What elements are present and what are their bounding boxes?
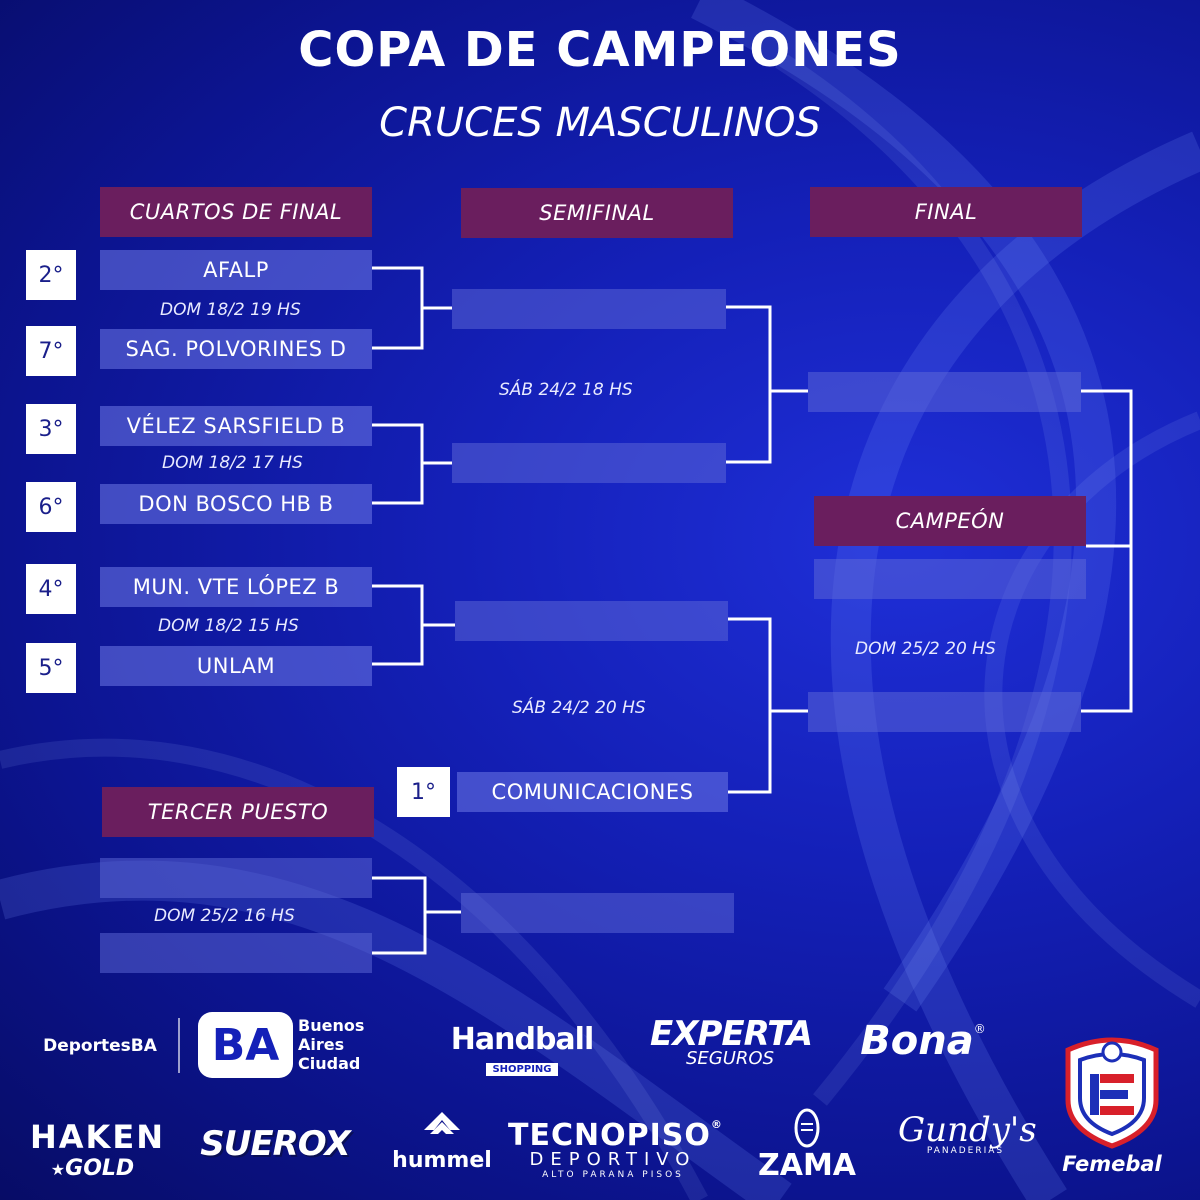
hummel-bee-icon bbox=[424, 1112, 460, 1134]
third-place-slot-empty bbox=[100, 858, 372, 898]
seed-badge: 6° bbox=[26, 482, 76, 532]
team-slot: VÉLEZ SARSFIELD B bbox=[100, 406, 372, 446]
ba-mark-logo: BA bbox=[198, 1012, 293, 1078]
match-date: DOM 25/2 20 HS bbox=[855, 639, 996, 659]
suerox-logo: SUEROX bbox=[200, 1124, 350, 1164]
semifinal-slot-empty bbox=[452, 443, 726, 483]
champion-slot-empty bbox=[814, 559, 1086, 599]
match-date: SÁB 24/2 20 HS bbox=[512, 698, 646, 718]
page-subtitle: CRUCES MASCULINOS bbox=[379, 100, 821, 146]
third-place-slot-empty bbox=[100, 933, 372, 973]
header-final: FINAL bbox=[810, 187, 1082, 237]
handball-shopping-logo: Handball SHOPPING bbox=[450, 1022, 594, 1076]
header-champion: CAMPEÓN bbox=[814, 496, 1086, 546]
team-slot: DON BOSCO HB B bbox=[100, 484, 372, 524]
seed-badge: 3° bbox=[26, 404, 76, 454]
experta-seguros-logo: EXPERTA SEGUROS bbox=[650, 1014, 813, 1069]
team-slot: AFALP bbox=[100, 250, 372, 290]
third-place-winner-slot-empty bbox=[461, 893, 734, 933]
final-slot-empty bbox=[808, 692, 1081, 732]
divider bbox=[178, 1018, 180, 1073]
match-date: DOM 18/2 19 HS bbox=[160, 300, 301, 320]
femebal-logo: Femebal bbox=[1062, 1152, 1162, 1176]
match-date: DOM 25/2 16 HS bbox=[154, 906, 295, 926]
seed-badge: 1° bbox=[397, 767, 450, 817]
semifinal-slot-empty bbox=[452, 289, 726, 329]
header-quarterfinal: CUARTOS DE FINAL bbox=[100, 187, 372, 237]
team-slot: UNLAM bbox=[100, 646, 372, 686]
haken-gold-logo: HAKEN ★GOLD bbox=[30, 1118, 165, 1181]
seed-badge: 2° bbox=[26, 250, 76, 300]
match-date: SÁB 24/2 18 HS bbox=[499, 380, 633, 400]
bona-logo: Bona® bbox=[860, 1018, 986, 1064]
team-slot: COMUNICACIONES bbox=[457, 772, 728, 812]
semifinal-slot-empty bbox=[455, 601, 728, 641]
match-date: DOM 18/2 17 HS bbox=[162, 453, 303, 473]
gundys-logo: Gundy's PANADERIAS bbox=[898, 1110, 1037, 1156]
final-slot-empty bbox=[808, 372, 1081, 412]
header-semifinal: SEMIFINAL bbox=[461, 188, 733, 238]
seed-badge: 5° bbox=[26, 643, 76, 693]
hummel-logo: hummel bbox=[392, 1108, 492, 1173]
team-slot: MUN. VTE LÓPEZ B bbox=[100, 567, 372, 607]
match-date: DOM 18/2 15 HS bbox=[158, 616, 299, 636]
tecnopiso-logo: TECNOPISO® DEPORTIVO ALTO PARANA PISOS bbox=[508, 1118, 723, 1180]
team-slot: SAG. POLVORINES D bbox=[100, 329, 372, 369]
header-third-place: TERCER PUESTO bbox=[102, 787, 374, 837]
buenos-aires-ciudad-logo: Buenos Aires Ciudad bbox=[298, 1016, 365, 1073]
seed-badge: 4° bbox=[26, 564, 76, 614]
zama-logo: ZAMA bbox=[752, 1108, 862, 1183]
deportesba-logo: DeportesBA bbox=[43, 1036, 157, 1056]
seed-badge: 7° bbox=[26, 326, 76, 376]
page-title: COPA DE CAMPEONES bbox=[298, 22, 902, 78]
femebal-crest-icon bbox=[1065, 1037, 1159, 1149]
zama-emblem-icon bbox=[794, 1108, 820, 1148]
